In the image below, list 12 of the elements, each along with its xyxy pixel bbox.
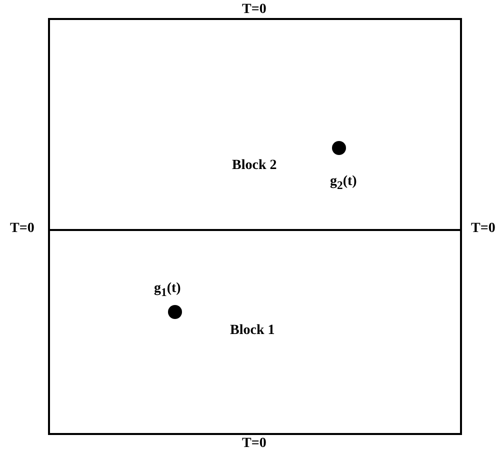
boundary-condition-label: T=0 (242, 2, 266, 18)
source-label: g$_{2}$(t) (330, 174, 357, 194)
boundary-condition-label: T=0 (10, 221, 34, 237)
block-region (48, 229, 462, 435)
block-label: Block 1 (230, 323, 275, 339)
block-label: Block 2 (232, 158, 277, 174)
boundary-condition-label: T=0 (471, 221, 496, 237)
block-region (48, 18, 462, 231)
heat-source-dot (168, 305, 182, 319)
source-label: g$_{1}$(t) (154, 281, 181, 301)
heat-source-dot (332, 141, 346, 155)
boundary-condition-label: T=0 (242, 436, 266, 452)
